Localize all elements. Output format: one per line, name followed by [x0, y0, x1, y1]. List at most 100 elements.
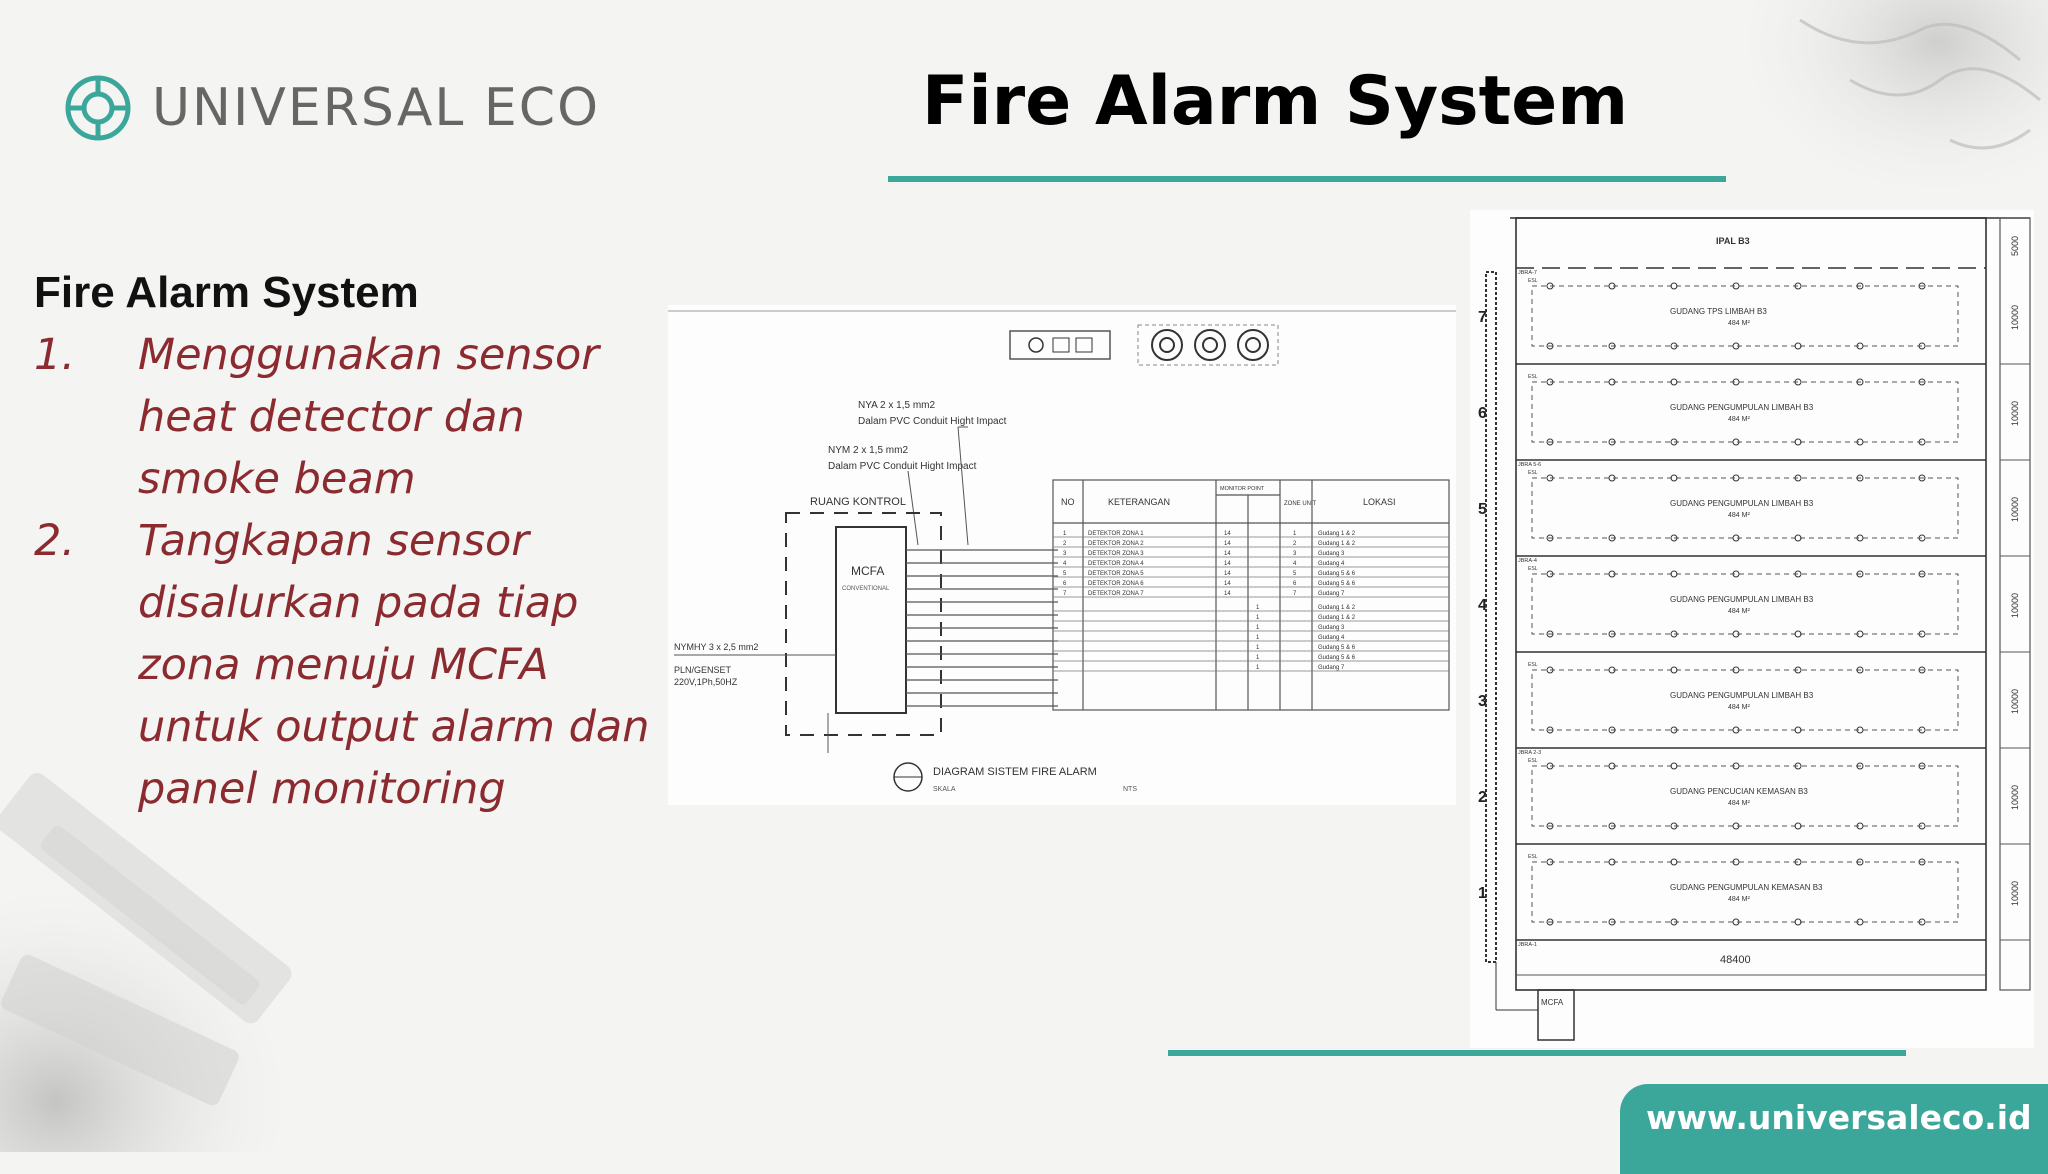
list-number: 1. [34, 330, 76, 380]
detector-icon [1794, 378, 1802, 386]
cable-note: Dalam PVC Conduit Hight Impact [858, 416, 1007, 427]
detector-icon [1732, 474, 1740, 482]
esl-label: ESL [1528, 854, 1538, 860]
floor-number: 4 [1478, 597, 1487, 614]
detector-icon [1732, 282, 1740, 290]
detector-icons [1137, 324, 1279, 366]
esl-label: ESL [1528, 662, 1538, 668]
floor-dimension: 10000 [2010, 401, 2020, 426]
detector-icon [1608, 342, 1616, 350]
zone-wires [906, 549, 1058, 707]
detector-icon [1732, 438, 1740, 446]
detector-icon [1918, 570, 1926, 578]
detector-icon [1732, 666, 1740, 674]
table-cell-lokasi: Gudang 5 & 6 [1318, 655, 1356, 661]
zone-table [1052, 479, 1450, 711]
floor-name: GUDANG PENGUMPULAN LIMBAH B3 [1670, 595, 1814, 604]
brand-name: UNIVERSAL ECO [152, 78, 600, 138]
table-header-zone: ZONE UNIT [1284, 501, 1317, 507]
floor-area: 484 M² [1728, 608, 1750, 615]
cable-label: NYA 2 x 1,5 mm2 [858, 400, 936, 411]
detector-icon [1670, 630, 1678, 638]
content-heading: Fire Alarm System [34, 268, 419, 317]
table-cell-no: 7 [1063, 591, 1067, 597]
slide-title: Fire Alarm System [921, 62, 1629, 141]
detector-icon [1608, 438, 1616, 446]
detector-icon [1918, 918, 1926, 926]
table-cell-zone: 3 [1293, 551, 1297, 557]
top-dimension: 5000 [2010, 236, 2020, 256]
detector-icon [1670, 438, 1678, 446]
detector-icon [1546, 534, 1554, 542]
room-label: RUANG KONTROL [810, 496, 906, 508]
floor-area: 484 M² [1728, 704, 1750, 711]
table-cell-monitor2: 1 [1256, 635, 1260, 641]
cable-note: Dalam PVC Conduit Hight Impact [828, 461, 977, 472]
detector-icon [1918, 378, 1926, 386]
detector-icon [1856, 858, 1864, 866]
detector-icon [1670, 858, 1678, 866]
detector-icon [1608, 666, 1616, 674]
floor-name: GUDANG PENCUCIAN KEMASAN B3 [1670, 787, 1808, 796]
table-cell-keterangan: DETEKTOR ZONA 2 [1088, 541, 1144, 547]
detector-icon [1794, 822, 1802, 830]
table-cell-keterangan: DETEKTOR ZONA 6 [1088, 581, 1144, 587]
detector-icon [1670, 282, 1678, 290]
detector-icon [1794, 666, 1802, 674]
universal-eco-logo-icon [65, 75, 131, 141]
detector-icon [1670, 474, 1678, 482]
website-url: www.universaleco.id [1646, 1098, 2032, 1137]
detector-icon [1670, 666, 1678, 674]
list-text: Tangkapan sensor disalurkan pada tiap zo… [138, 516, 650, 814]
detector-icon [1608, 570, 1616, 578]
detector-icon [1546, 822, 1554, 830]
cable-label: NYM 2 x 1,5 mm2 [828, 445, 908, 456]
detector-icon [1546, 438, 1554, 446]
floor-number: 1 [1478, 885, 1487, 902]
floor-number: 3 [1478, 693, 1487, 710]
table-cell-lokasi: Gudang 1 & 2 [1318, 605, 1356, 611]
table-cell-no: 2 [1063, 541, 1067, 547]
table-cell-lokasi: Gudang 4 [1318, 635, 1345, 641]
table-cell-lokasi: Gudang 5 & 6 [1318, 581, 1356, 587]
detector-icon [1670, 726, 1678, 734]
detector-icon [1670, 822, 1678, 830]
table-cell-monitor: 14 [1224, 551, 1231, 557]
detector-icon [1856, 342, 1864, 350]
content-block: Fire Alarm System 1. Menggunakan sensor … [34, 268, 654, 820]
table-cell-monitor: 14 [1224, 581, 1231, 587]
detector-icon [1546, 918, 1554, 926]
table-header-keterangan: KETERANGAN [1108, 497, 1170, 507]
floor-area: 484 M² [1728, 800, 1750, 807]
detector-icon [1856, 630, 1864, 638]
detector-icon [1546, 726, 1554, 734]
floor-area: 484 M² [1728, 320, 1750, 327]
floor-number: 2 [1478, 789, 1487, 806]
table-cell-zone: 5 [1293, 571, 1297, 577]
detector-icon [1670, 534, 1678, 542]
point-list: 1. Menggunakan sensor heat detector dan … [34, 324, 654, 820]
table-cell-lokasi: Gudang 3 [1318, 625, 1345, 631]
table-cell-no: 4 [1063, 561, 1067, 567]
detector-icon [1732, 762, 1740, 770]
supply-cable-label: NYMHY 3 x 2,5 mm2 [674, 642, 758, 652]
table-cell-zone: 7 [1293, 591, 1297, 597]
website-badge: www.universaleco.id [1620, 1084, 2048, 1174]
floor-dimension: 10000 [2010, 689, 2020, 714]
detector-icon [1856, 918, 1864, 926]
detector-icon [1794, 630, 1802, 638]
detector-icon [1670, 570, 1678, 578]
detector-icon [1794, 762, 1802, 770]
junction-box-label: JBRA-7 [1518, 270, 1537, 276]
table-cell-zone: 2 [1293, 541, 1297, 547]
detector-icon [1856, 666, 1864, 674]
esl-label: ESL [1528, 758, 1538, 764]
detector-icon [1546, 858, 1554, 866]
table-cell-lokasi: Gudang 1 & 2 [1318, 541, 1356, 547]
detector-icon [1732, 858, 1740, 866]
table-cell-keterangan: DETEKTOR ZONA 7 [1088, 591, 1144, 597]
table-cell-lokasi: Gudang 1 & 2 [1318, 531, 1356, 537]
floor-name: GUDANG PENGUMPULAN LIMBAH B3 [1670, 403, 1814, 412]
table-cell-monitor: 14 [1224, 541, 1231, 547]
floor-area: 484 M² [1728, 416, 1750, 423]
